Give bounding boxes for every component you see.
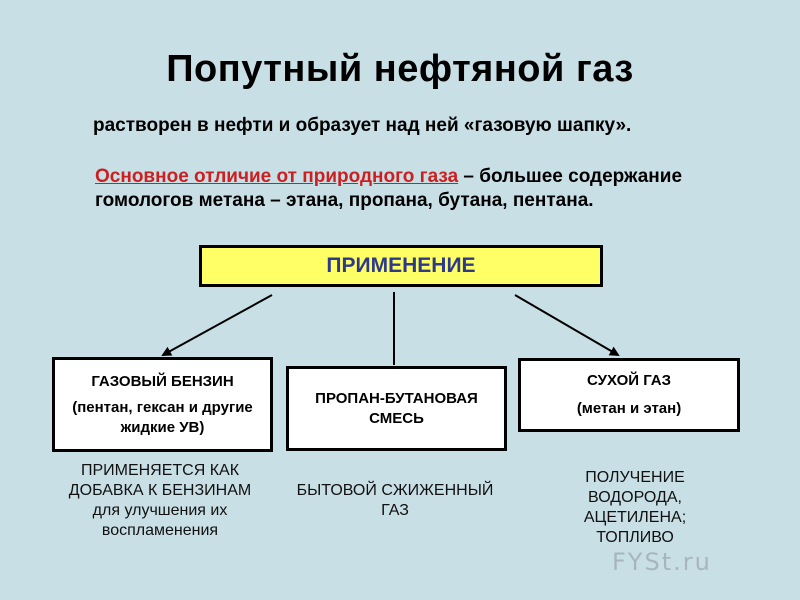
box-title: СУХОЙ ГАЗ [587,372,671,389]
propane-butane-box: ПРОПАН-БУТАНОВАЯ СМЕСЬ [286,366,507,451]
gas-gasoline-box: ГАЗОВЫЙ БЕНЗИН (пентан, гексан и другие … [52,357,273,452]
page-title: Попутный нефтяной газ [166,48,634,90]
dry-gas-box: СУХОЙ ГАЗ (метан и этан) [518,358,740,432]
propane-butane-usage: БЫТОВОЙ СЖИЖЕННЫЙ ГАЗ [296,482,494,519]
box-title: ГАЗОВЫЙ БЕНЗИН [91,372,234,390]
arrow-to-dry-gas [514,294,620,357]
box-subtitle: (пентан, гексан и другие жидкие УВ) [72,398,253,436]
dry-gas-usage: ПОЛУЧЕНИЕ ВОДОРОДА, АЦЕТИЛЕНА; ТОПЛИВО [583,469,687,546]
subtitle: растворен в нефти и образует над ней «га… [93,115,632,136]
watermark-logo: FYSt.ru [612,548,712,576]
box-title: ПРОПАН-БУТАНОВАЯ СМЕСЬ [315,389,478,427]
definition-rest: – большее содержание гомологов метана – … [95,166,683,211]
definition-highlight: Основное отличие от природного газа [95,166,459,187]
arrow-to-gas-gasoline [161,294,273,356]
application-header-box: ПРИМЕНЕНИЕ [199,245,603,287]
definition-paragraph: Основное отличие от природного газа – бо… [95,165,735,213]
gas-gasoline-usage: ПРИМЕНЯЕТСЯ КАК ДОБАВКА К БЕНЗИНАМ для у… [68,462,252,539]
box-subtitle: (метан и этан) [576,400,682,417]
